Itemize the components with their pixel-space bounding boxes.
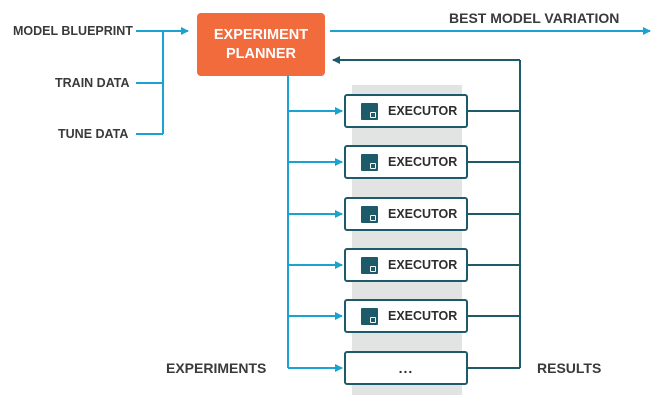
executor-label: EXECUTOR [388, 155, 458, 169]
executor-icon [361, 256, 378, 274]
executor-box-1: EXECUTOR [344, 94, 468, 128]
executor-box-5: EXECUTOR [344, 299, 468, 333]
output-label: BEST MODEL VARIATION [449, 10, 620, 26]
executor-label: EXECUTOR [388, 207, 458, 221]
input-label-tune-data: TUNE DATA [58, 127, 129, 141]
executor-icon [361, 153, 378, 171]
overflow-ellipsis: ... [398, 360, 414, 376]
executor-label: EXECUTOR [388, 258, 458, 272]
input-label-train-data: TRAIN DATA [55, 76, 130, 90]
executor-label: EXECUTOR [388, 104, 458, 118]
executor-icon [361, 307, 378, 325]
executor-box-4: EXECUTOR [344, 248, 468, 282]
executor-box-3: EXECUTOR [344, 197, 468, 231]
executor-icon [361, 102, 378, 120]
results-label: RESULTS [537, 360, 602, 376]
input-label-model-blueprint: MODEL BLUEPRINT [13, 24, 133, 38]
executor-label: EXECUTOR [388, 309, 458, 323]
planner-label-line2: PLANNER [225, 45, 297, 62]
executor-box-2: EXECUTOR [344, 145, 468, 179]
experiments-label: EXPERIMENTS [166, 360, 267, 376]
executor-column-background [352, 85, 462, 395]
experiment-planner-box: EXPERIMENT PLANNER [197, 13, 325, 76]
planner-label-line1: EXPERIMENT [213, 26, 309, 43]
executor-icon [361, 205, 378, 223]
executor-overflow-box: ... [344, 351, 468, 385]
